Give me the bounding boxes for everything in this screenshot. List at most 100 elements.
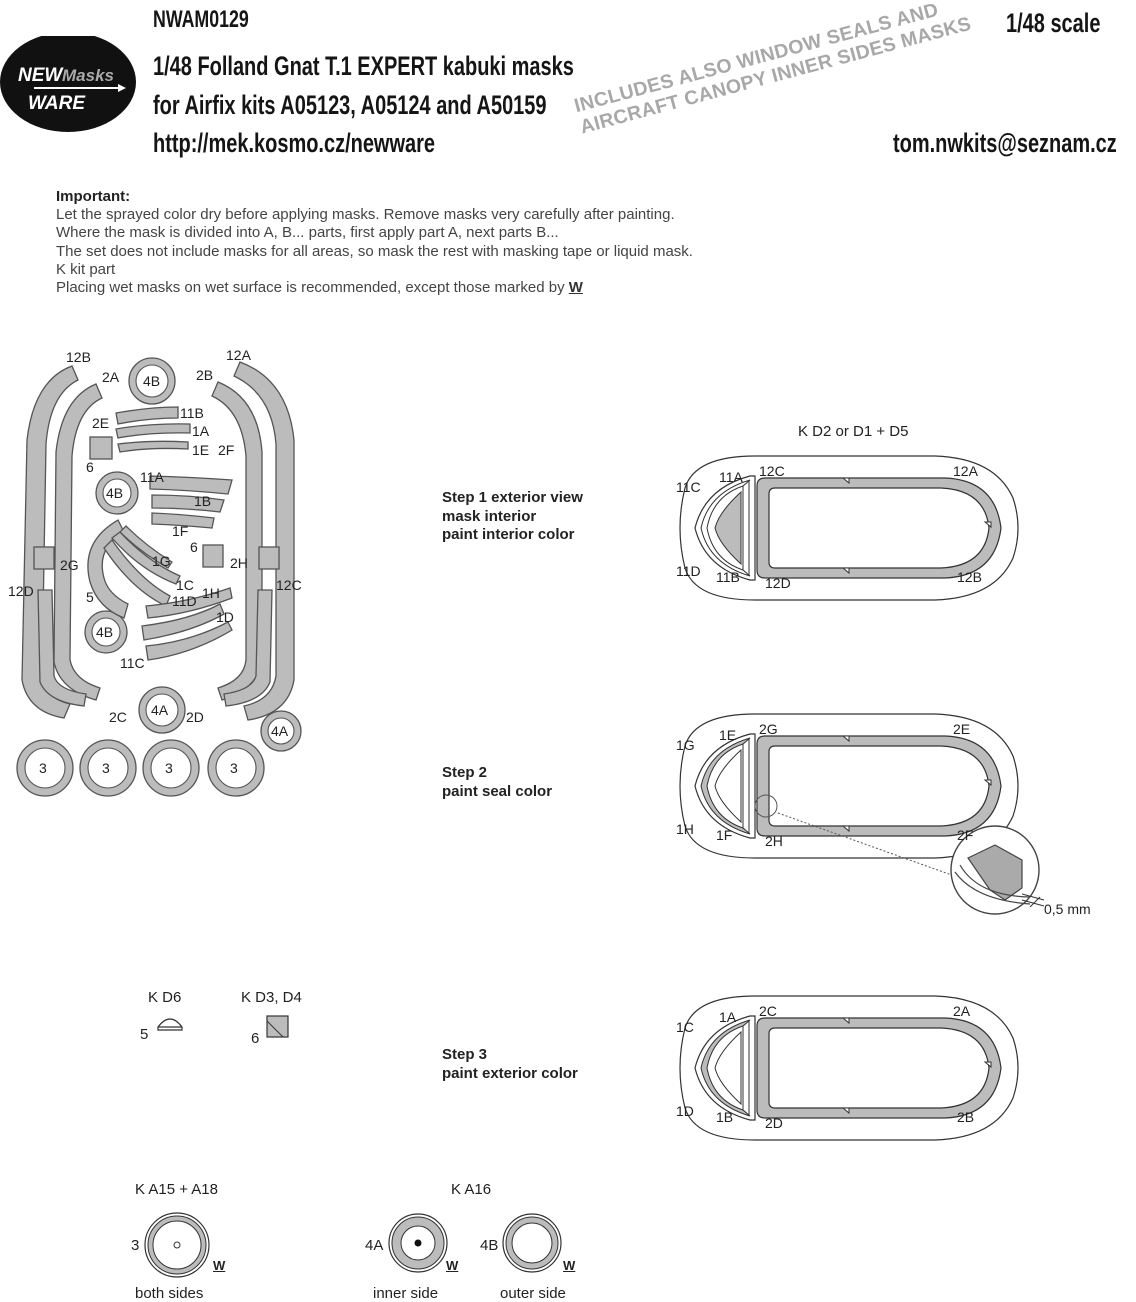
canopy-part-label: 11B xyxy=(716,569,740,585)
ka15-side: both sides xyxy=(135,1285,204,1302)
canopy-part-label: 2C xyxy=(759,1003,777,1019)
mask-part-label: 12C xyxy=(276,577,302,593)
mask-1H xyxy=(145,587,233,619)
ka16-outer-icon xyxy=(502,1213,562,1273)
detail-dimension: 0,5 mm xyxy=(1044,901,1091,917)
canopy-part-label: 1D xyxy=(676,1103,694,1119)
note-line: Let the sprayed color dry before applyin… xyxy=(56,206,675,224)
mask-part-label: 4B xyxy=(143,373,160,389)
mask-part-label: 1H xyxy=(202,585,220,601)
mask-2A xyxy=(53,383,103,701)
mask-2D xyxy=(223,589,273,707)
mask-part-label: 2F xyxy=(218,442,234,458)
canopy-part-label: 2H xyxy=(765,833,783,849)
canopy-part-label: 2A xyxy=(953,1003,971,1019)
ka15-label: K A15 + A18 xyxy=(135,1181,218,1198)
mask-part-label: 1C xyxy=(176,577,194,593)
mask-part-label: 4A xyxy=(271,723,289,739)
mask-part-label: 3 xyxy=(230,760,238,776)
mask-12B xyxy=(21,365,79,719)
canopy-part-label: 2G xyxy=(759,721,778,737)
canopy-part-label: 11A xyxy=(719,469,744,485)
mask-6 xyxy=(202,544,224,568)
kit-part-label: K D2 or D1 + D5 xyxy=(798,423,909,440)
mask-part-label: 2D xyxy=(186,709,204,725)
windscreen-outline xyxy=(694,733,756,839)
mask-1E xyxy=(117,440,189,453)
mask-part-label: 2E xyxy=(92,415,109,431)
step1-caption: Step 1 exterior view mask interior paint… xyxy=(442,489,583,543)
canopy-outline xyxy=(679,713,1019,859)
mask-part-label: 2C xyxy=(109,709,127,725)
mask-part-label: 3 xyxy=(39,760,47,776)
mask-2H xyxy=(258,546,280,570)
detail-magnifier xyxy=(754,794,1045,915)
canopy-part-label: 1G xyxy=(676,737,695,753)
canopy-clear xyxy=(768,745,990,827)
mask-part-label: 4B xyxy=(96,624,113,640)
mask-part-label: 1B xyxy=(194,493,211,509)
step2-caption: Step 2 paint seal color xyxy=(442,764,553,800)
ka15-dry-mark: W xyxy=(213,1258,226,1273)
kd34-part-icon xyxy=(266,1015,289,1038)
mask-part-label: 2B xyxy=(196,367,213,383)
ka16-outer-num: 4B xyxy=(480,1237,499,1254)
mask-part-label: 1A xyxy=(192,423,210,439)
mask-11A xyxy=(149,475,233,495)
mask-1C xyxy=(111,531,181,585)
mask-1F xyxy=(151,512,215,529)
mask-part-label: 4A xyxy=(151,702,169,718)
windscreen-outline xyxy=(694,475,756,581)
instructions-heading: Important: xyxy=(56,188,131,205)
canopy-part-label: 1A xyxy=(719,1009,737,1025)
ka16-inner-icon xyxy=(388,1213,448,1273)
mask-part-label: 1E xyxy=(192,442,209,458)
windscreen-frame xyxy=(700,1019,751,1117)
mask-11C xyxy=(145,621,233,661)
note-line: Where the mask is divided into A, B... p… xyxy=(56,224,559,242)
canopy-part-label: 1C xyxy=(676,1019,694,1035)
note-line: The set does not include masks for all a… xyxy=(56,242,693,260)
mask-part-label: 11A xyxy=(140,469,165,485)
windscreen-pane xyxy=(714,490,742,566)
canopy-clear xyxy=(768,1027,990,1109)
canopy-part-label: 12B xyxy=(957,569,982,585)
instructions-block: Important: Let the sprayed color dry bef… xyxy=(56,188,816,297)
mask-part-label: 11B xyxy=(180,405,204,421)
canopy-part-label: 1B xyxy=(716,1109,733,1125)
mask-part-label: 1F xyxy=(172,523,188,539)
svg-text:Masks: Masks xyxy=(62,66,114,85)
canopy-part-label: 2E xyxy=(953,721,970,737)
mask-2C xyxy=(37,589,87,707)
product-subtitle: for Airfix kits A05123, A05124 and A5015… xyxy=(153,90,547,120)
mask-1B xyxy=(151,494,225,513)
svg-text:NEW: NEW xyxy=(18,65,64,86)
windscreen-frame xyxy=(700,737,751,835)
contact-email: tom.nwkits@seznam.cz xyxy=(893,128,1117,158)
canopy-part-label: 2B xyxy=(957,1109,974,1125)
includes-stamp: INCLUDES ALSO WINDOW SEALS AND AIRCRAFT … xyxy=(572,0,974,139)
product-title: 1/48 Folland Gnat T.1 EXPERT kabuki mask… xyxy=(153,51,574,81)
product-code: NWAM0129 xyxy=(153,6,249,33)
note-line: Placing wet masks on wet surface is reco… xyxy=(56,279,583,297)
canopy-outline xyxy=(679,455,1019,601)
canopy-part-label: 2D xyxy=(765,1115,783,1131)
ka16-inner-dry-mark: W xyxy=(446,1258,459,1273)
mask-part-label: 3 xyxy=(165,760,173,776)
windscreen-pane xyxy=(714,1030,742,1106)
canopy-part-label: 11C xyxy=(676,479,701,495)
mask-1G xyxy=(119,525,173,569)
svg-text:WARE: WARE xyxy=(28,93,86,114)
dry-mark-icon: W xyxy=(568,279,583,297)
mask-2G xyxy=(33,546,55,570)
mask-part-label: 4B xyxy=(106,485,123,501)
canopy-part-label: 1H xyxy=(676,821,694,837)
mask-part-label: 12B xyxy=(66,349,91,365)
mask-part-label: 12A xyxy=(226,347,252,363)
canopy-part-label: 1F xyxy=(716,827,732,843)
canopy-part-label: 1E xyxy=(719,727,736,743)
mask-part-label: 2A xyxy=(102,369,120,385)
mask-2B xyxy=(211,381,263,701)
canopy-part-label: 11D xyxy=(676,563,701,579)
